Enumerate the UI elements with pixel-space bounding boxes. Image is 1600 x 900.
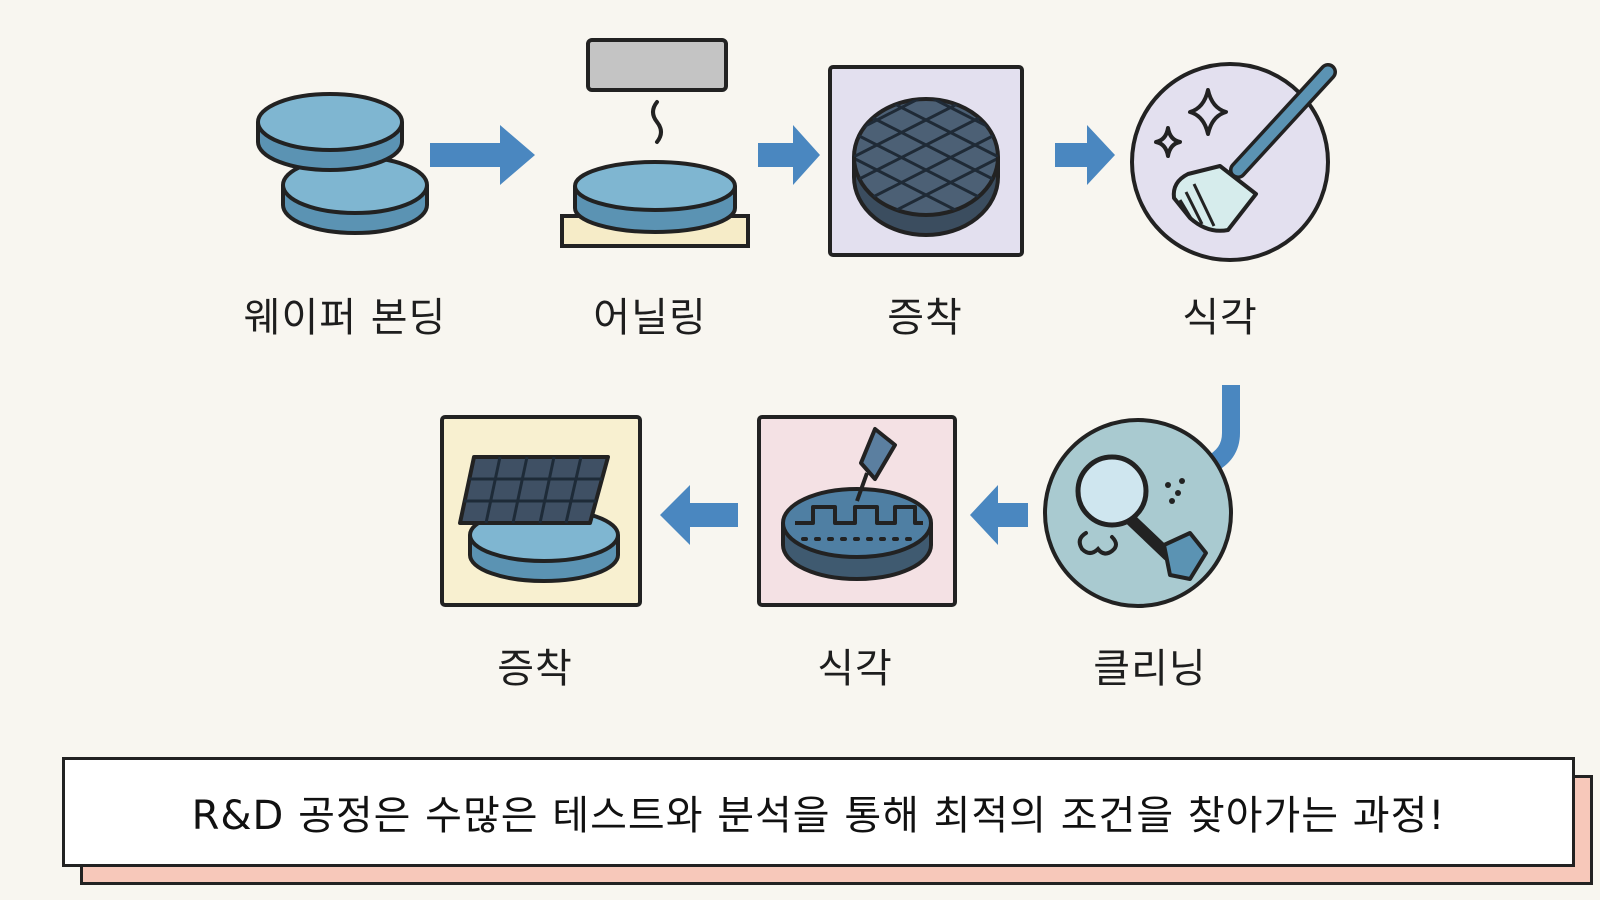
step-label-etching-1: 식각 xyxy=(1182,295,1258,341)
step-wafer-bonding xyxy=(250,80,440,240)
deposition-panel-wafer-icon xyxy=(440,415,642,607)
arrow-right-icon xyxy=(430,125,535,185)
step-label-etching-2: 식각 xyxy=(817,646,893,692)
arrow-left-icon xyxy=(970,485,1028,545)
step-deposition-2 xyxy=(440,415,642,609)
arrow-right-icon xyxy=(1055,125,1115,185)
step-annealing xyxy=(560,38,760,253)
step-label-annealing: 어닐링 xyxy=(593,295,707,341)
step-etching-1 xyxy=(1128,58,1338,268)
step-label-deposition-2: 증착 xyxy=(497,646,573,692)
step-label-deposition-1: 증착 xyxy=(887,295,963,341)
deposition-grid-wafer-icon xyxy=(828,65,1024,257)
step-cleaning xyxy=(1040,415,1240,615)
magnifier-cleaning-icon xyxy=(1043,418,1233,608)
etching-probe-wafer-icon xyxy=(757,415,957,607)
annealing-wafer-icon xyxy=(560,38,750,248)
caption-box: R&D 공정은 수많은 테스트와 분석을 통해 최적의 조건을 찾아가는 과정! xyxy=(62,757,1575,867)
caption-text: R&D 공정은 수많은 테스트와 분석을 통해 최적의 조건을 찾아가는 과정! xyxy=(191,793,1446,839)
step-label-cleaning: 클리닝 xyxy=(1093,646,1207,692)
stacked-wafers-icon xyxy=(256,92,429,235)
step-deposition-1 xyxy=(828,65,1024,257)
arrow-right-icon xyxy=(758,125,820,185)
arrow-left-icon xyxy=(660,485,738,545)
step-label-wafer-bonding: 웨이퍼 본딩 xyxy=(243,295,447,341)
brush-sparkle-icon xyxy=(1130,62,1337,262)
step-etching-2 xyxy=(757,415,957,609)
